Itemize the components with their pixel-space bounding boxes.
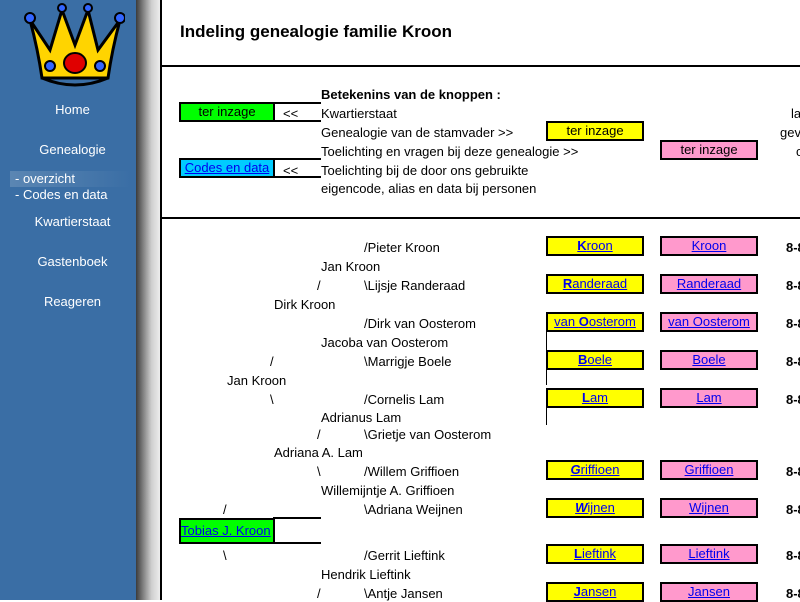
ter-inzage-pink-button[interactable]: ter inzage	[660, 140, 758, 160]
nav-genealogie[interactable]: Genealogie	[39, 142, 106, 157]
tree-node: /Dirk van Oosterom	[364, 316, 476, 331]
legend-heading: Betekenins van de knoppen :	[321, 87, 501, 102]
nav-sub-codes-en-data[interactable]: - Codes en data	[15, 187, 108, 202]
family-code: 8-8	[786, 502, 800, 517]
connector-line	[273, 517, 321, 519]
family-van-oosterom-yellow-button[interactable]: van Oosterom	[546, 312, 644, 332]
connector-line	[273, 120, 321, 122]
legend-line-codes-2: eigencode, alias en data bij personen	[321, 181, 537, 196]
family-lieftink-yellow-button[interactable]: Lieftink	[546, 544, 644, 564]
tobias-kroon-link[interactable]: Tobias J. Kroon	[181, 523, 271, 538]
family-lam-yellow-button[interactable]: Lam	[546, 388, 644, 408]
nav-gastenboek[interactable]: Gastenboek	[37, 254, 108, 269]
tree-node: /Gerrit Lieftink	[364, 548, 445, 563]
tree-node: Jan Kroon	[321, 259, 381, 274]
nav-kwartierstaat[interactable]: Kwartierstaat	[34, 214, 111, 229]
family-code: 8-8	[786, 354, 800, 369]
tree-node: \Antje Jansen	[364, 586, 443, 601]
nav-home[interactable]: Home	[55, 102, 90, 117]
tobias-kroon-button[interactable]: Tobias J. Kroon	[179, 518, 275, 544]
sidebar-shadow	[136, 0, 162, 600]
arrows-label: <<	[283, 163, 299, 178]
tree-node: Jan Kroon	[227, 373, 287, 388]
family-boele-yellow-button[interactable]: Boele	[546, 350, 644, 370]
sidebar: Home Genealogie - overzicht - Codes en d…	[0, 0, 136, 600]
family-van-oosterom-pink-button[interactable]: van Oosterom	[660, 312, 758, 332]
codes-en-data-link[interactable]: Codes en data	[184, 160, 270, 175]
tree-node: \Adriana Weijnen	[364, 502, 463, 517]
connector-line	[546, 407, 547, 425]
legend-line-codes-1: Toelichting bij de door ons gebruikte	[321, 163, 529, 178]
crown-logo	[24, 3, 125, 87]
family-lieftink-pink-button[interactable]: Lieftink	[660, 544, 758, 564]
tree-branch: /	[270, 354, 274, 369]
tree-node: /Pieter Kroon	[364, 240, 440, 255]
tree-branch: \	[223, 548, 227, 563]
family-code: 8-8	[786, 464, 800, 479]
arrows-label: <<	[283, 106, 299, 121]
tree-branch: \	[270, 392, 274, 407]
family-code: 8-8	[786, 278, 800, 293]
tree-branch: \	[317, 464, 321, 479]
family-code: 8-8	[786, 316, 800, 331]
legend-line-toelichting: Toelichting en vragen bij deze genealogi…	[321, 144, 579, 159]
tree-node: Adrianus Lam	[321, 410, 402, 425]
tree-node: Dirk Kroon	[274, 297, 336, 312]
family-lam-pink-button[interactable]: Lam	[660, 388, 758, 408]
family-griffioen-yellow-button[interactable]: Griffioen	[546, 460, 644, 480]
content-border-left	[160, 0, 162, 600]
legend-line-genealogie: Genealogie van de stamvader >>	[321, 125, 514, 140]
tree-node: Hendrik Lieftink	[321, 567, 411, 582]
page-title: Indeling genealogie familie Kroon	[180, 22, 453, 41]
family-code: 8-8	[786, 548, 800, 563]
family-wijnen-yellow-button[interactable]: Wijnen	[546, 498, 644, 518]
tree-node: Jacoba van Oosterom	[321, 335, 449, 350]
tree-branch: /	[223, 502, 227, 517]
right-fragment: c	[796, 144, 800, 159]
family-wijnen-pink-button[interactable]: Wijnen	[660, 498, 758, 518]
family-randeraad-pink-button[interactable]: Randeraad	[660, 274, 758, 294]
family-randeraad-yellow-button[interactable]: Randeraad	[546, 274, 644, 294]
tree-node: \Grietje van Oosterom	[364, 427, 492, 442]
right-fragment: la	[791, 106, 800, 121]
legend-line-kwartierstaat: Kwartierstaat	[321, 106, 397, 121]
right-fragment: gev	[780, 125, 800, 140]
tree-node: Willemijntje A. Griffioen	[321, 483, 455, 498]
family-code: 8-8	[786, 392, 800, 407]
tree-node: /Willem Griffioen	[364, 464, 460, 479]
nav-reageren[interactable]: Reageren	[43, 294, 102, 309]
connector-line	[273, 102, 321, 104]
family-boele-pink-button[interactable]: Boele	[660, 350, 758, 370]
nav-sub-overzicht[interactable]: - overzicht	[10, 171, 131, 187]
tree-branch: /	[317, 278, 321, 293]
ter-inzage-yellow-button[interactable]: ter inzage	[546, 121, 644, 141]
family-griffioen-pink-button[interactable]: Griffioen	[660, 460, 758, 480]
family-code: 8-8	[786, 240, 800, 255]
ter-inzage-green-button[interactable]: ter inzage	[179, 102, 275, 122]
family-kroon-yellow-button[interactable]: Kroon	[546, 236, 644, 256]
connector-line	[273, 542, 321, 544]
tree-branch: /	[317, 427, 321, 442]
tree-node: /Cornelis Lam	[364, 392, 445, 407]
family-jansen-yellow-button[interactable]: Jansen	[546, 582, 644, 602]
header-divider	[160, 65, 800, 67]
family-jansen-pink-button[interactable]: Jansen	[660, 582, 758, 602]
tree-node: \Marrigje Boele	[364, 354, 452, 369]
family-kroon-pink-button[interactable]: Kroon	[660, 236, 758, 256]
codes-en-data-button[interactable]: Codes en data	[179, 158, 275, 178]
tree-node: \Lijsje Randeraad	[364, 278, 466, 293]
tree-branch: /	[317, 586, 321, 601]
connector-line	[273, 176, 321, 178]
tree-node: Adriana A. Lam	[274, 445, 363, 460]
legend-divider	[160, 217, 800, 219]
family-code: 8-8	[786, 586, 800, 601]
connector-line	[273, 158, 321, 160]
